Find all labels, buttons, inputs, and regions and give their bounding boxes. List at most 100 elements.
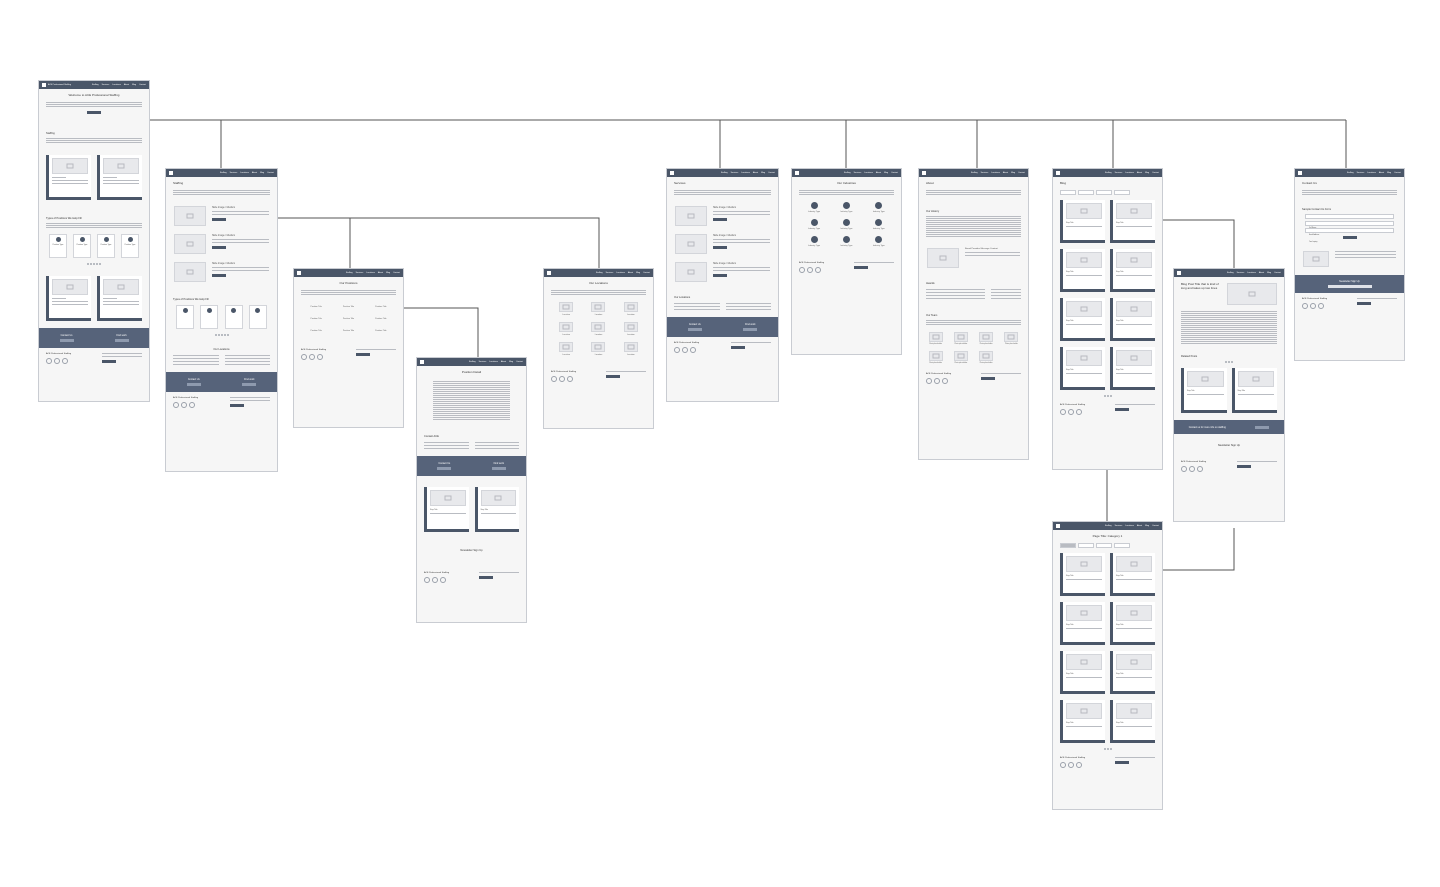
blog-card[interactable]: Step Title [1060,346,1105,390]
team-member[interactable]: Photo placeholder [976,350,997,364]
blog-card[interactable]: Step Title [1110,248,1155,292]
location-link[interactable]: Location [554,341,578,356]
nav-item[interactable]: About [627,272,634,274]
blog-card[interactable]: Step Title [1060,650,1105,694]
position-link[interactable]: Position Title [369,306,393,308]
blog-card[interactable]: Step Title [1110,650,1155,694]
contact-button[interactable] [186,382,201,386]
nav-item[interactable]: Services [853,172,862,174]
blog-card[interactable]: Step Title [1060,601,1105,645]
position-card[interactable] [248,304,267,329]
nav-item[interactable]: Contact [643,272,650,274]
nav-item[interactable]: Staffing [1104,172,1112,174]
position-link[interactable]: Position Title [304,306,328,308]
nav-item[interactable]: Blog [260,172,265,174]
nav-item[interactable]: Staffing [468,361,476,363]
blog-card[interactable]: Step Title [1110,552,1155,596]
nav-item[interactable]: About [1136,172,1143,174]
inquiry-field[interactable]: Your Inquiry [1305,227,1394,243]
nav-item[interactable]: About [1378,172,1385,174]
category-tabs[interactable] [1053,188,1162,197]
team-member[interactable]: Photo placeholder [925,331,946,345]
industry-link[interactable]: Industry Type [834,218,858,230]
nav-item[interactable]: Locations [366,272,375,274]
industry-link[interactable]: Industry Type [834,201,858,213]
position-link[interactable]: Position Title [369,330,393,332]
nav-item[interactable]: Locations [991,172,1000,174]
full-name-field[interactable]: Full Name [1305,213,1394,229]
nav-item[interactable]: About [752,172,759,174]
nav-item[interactable]: Blog [1267,272,1272,274]
nav-item[interactable]: Blog [1387,172,1392,174]
nav-item[interactable]: Locations [741,172,750,174]
industry-link[interactable]: Industry Type [867,218,891,230]
nav-item[interactable]: Blog [1145,525,1150,527]
nav-item[interactable]: Staffing [219,172,227,174]
find-work-button[interactable] [491,466,506,470]
nav-item[interactable]: Blog [884,172,889,174]
newsletter-input[interactable] [1327,284,1372,288]
blog-card[interactable]: Step Title [1060,552,1105,596]
nav-item[interactable]: Contact [768,172,775,174]
nav-item[interactable]: Staffing [345,272,353,274]
location-link[interactable]: Location [554,301,578,316]
position-card[interactable]: Position Type [49,233,67,258]
nav-item[interactable]: Contact [139,84,146,86]
location-link[interactable]: Location [586,321,610,336]
card[interactable]: Step Title [474,486,519,532]
nav-item[interactable]: Contact [1152,525,1159,527]
blog-card[interactable]: Step Title [1110,346,1155,390]
position-card[interactable]: Position Type [121,233,139,258]
card[interactable] [97,154,142,200]
nav-item[interactable]: About [1258,272,1265,274]
nav-item[interactable]: Locations [240,172,249,174]
social-icons[interactable] [799,266,824,273]
position-card[interactable]: Position Type [73,233,91,258]
carousel-dots[interactable] [39,261,149,267]
blog-card[interactable]: Step Title [1110,699,1155,743]
nav-item[interactable]: About [123,84,130,86]
submit-button[interactable] [1342,235,1357,239]
nav-item[interactable]: Locations [1125,172,1134,174]
nav-item[interactable]: Services [355,272,364,274]
nav-item[interactable]: Services [980,172,989,174]
contact-button[interactable] [687,327,702,331]
find-work-button[interactable] [242,382,257,386]
nav-item[interactable]: Blog [132,84,137,86]
category-tabs[interactable] [1053,541,1162,550]
related-card[interactable]: Step Title [1231,368,1277,413]
nav-item[interactable]: Locations [1367,172,1376,174]
nav-item[interactable]: Services [478,361,487,363]
team-member[interactable]: Photo placeholder [1001,331,1022,345]
position-link[interactable]: Position Title [336,318,360,320]
carousel-dots[interactable] [166,332,277,338]
nav-item[interactable]: Staffing [1104,525,1112,527]
nav-item[interactable]: Services [730,172,739,174]
social-icons[interactable] [926,377,951,384]
position-link[interactable]: Position Title [304,318,328,320]
pagination[interactable] [1053,746,1162,752]
nav-item[interactable]: Services [1114,525,1123,527]
location-link[interactable]: Location [586,341,610,356]
nav-item[interactable]: Contact [516,361,523,363]
nav-item[interactable]: Contact [267,172,274,174]
blog-card[interactable]: Step Title [1060,248,1105,292]
position-link[interactable]: Position Title [304,330,328,332]
nav-item[interactable]: About [1136,525,1143,527]
nav-item[interactable]: Services [1236,272,1245,274]
nav-item[interactable]: Services [229,172,238,174]
nav-item[interactable]: Locations [112,84,121,86]
social-icons[interactable] [46,357,71,364]
card[interactable] [46,275,91,321]
nav-item[interactable]: Contact [1274,272,1281,274]
nav-item[interactable]: Services [1356,172,1365,174]
